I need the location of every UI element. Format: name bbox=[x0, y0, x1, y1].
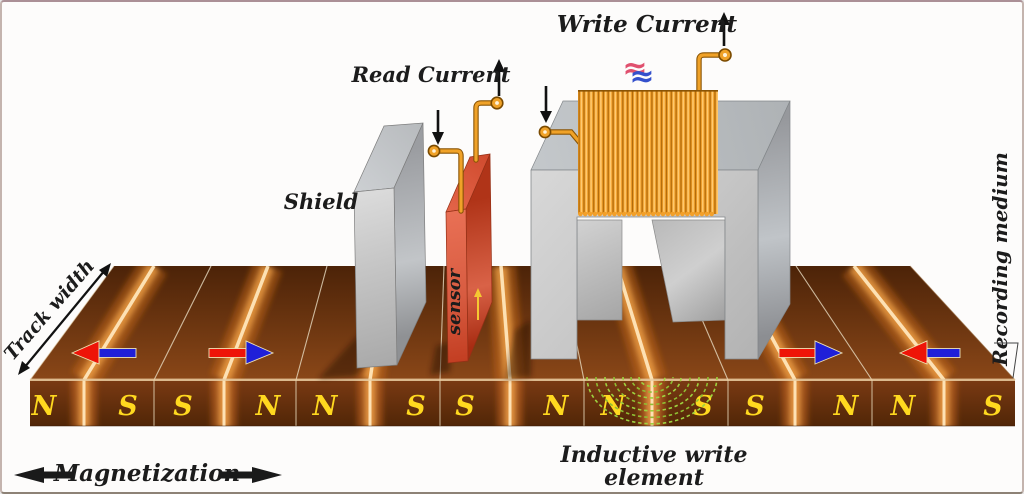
read-current-label: Read Current bbox=[351, 62, 511, 87]
sensor-bias-arrow bbox=[474, 288, 482, 320]
pole-label: S bbox=[173, 391, 193, 422]
domain-arrow-right-1 bbox=[208, 340, 275, 365]
inductive-write-label-line2: element bbox=[604, 465, 704, 491]
pole-label: N bbox=[890, 391, 917, 422]
pole-label: N bbox=[312, 391, 339, 422]
write-head-inner-left-pole bbox=[576, 219, 623, 321]
pole-label: N bbox=[543, 391, 570, 422]
recording-medium-label: Recording medium bbox=[988, 152, 1012, 367]
shield-label: Shield bbox=[284, 189, 359, 214]
pole-label: S bbox=[455, 391, 475, 422]
coil-windings bbox=[578, 90, 718, 214]
shield-block bbox=[353, 122, 427, 369]
pole-label: S bbox=[983, 391, 1003, 422]
recording-medium-front-face bbox=[30, 378, 1015, 427]
ac-wave-red: ≈ bbox=[622, 51, 647, 86]
domain-arrows bbox=[70, 340, 961, 365]
read-current-in-arrow bbox=[432, 110, 444, 145]
track-width-arrow bbox=[18, 263, 111, 375]
pole-label: S bbox=[745, 391, 765, 422]
read-terminals bbox=[427, 96, 504, 158]
write-current-out-arrow bbox=[718, 12, 730, 46]
sensor-label: sensor bbox=[444, 267, 465, 336]
read-wires bbox=[431, 100, 498, 214]
pole-label: S bbox=[406, 391, 426, 422]
write-terminals bbox=[538, 48, 732, 139]
domain-arrow-left-1 bbox=[70, 340, 137, 365]
ac-wave-blue: ≈ bbox=[629, 59, 654, 94]
recording-medium-leader-line bbox=[994, 342, 1019, 379]
write-coil bbox=[548, 52, 723, 217]
pole-label: S bbox=[118, 391, 138, 422]
domain-arrow-right-2 bbox=[778, 340, 844, 365]
pole-label: N bbox=[31, 391, 58, 422]
domain-arrow-left-2 bbox=[898, 340, 961, 365]
pole-label: N bbox=[833, 391, 860, 422]
pole-label: N bbox=[255, 391, 282, 422]
medium-front-bevel bbox=[30, 378, 1015, 381]
read-current-out-arrow bbox=[493, 59, 505, 96]
inductive-write-label-line1: Inductive write bbox=[559, 442, 747, 468]
magnetization-arrows bbox=[14, 467, 282, 483]
magnetization-label: Magnetization bbox=[53, 460, 241, 487]
write-field-lines bbox=[586, 376, 718, 425]
magnetization-arrow-right bbox=[220, 467, 282, 483]
magnetization-arrow-left bbox=[14, 467, 74, 483]
medium-right-edge bbox=[909, 265, 1016, 381]
write-current-in-arrow bbox=[540, 86, 552, 123]
medium-left-edge bbox=[29, 265, 115, 381]
write-current-label: Write Current bbox=[557, 11, 738, 38]
